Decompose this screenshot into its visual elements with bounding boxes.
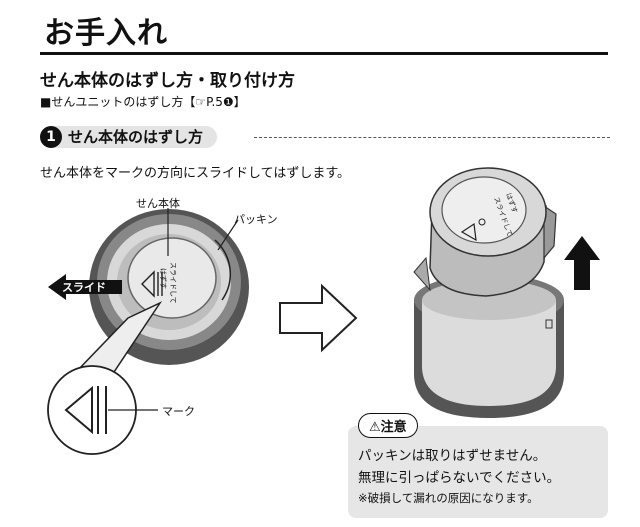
caution-box: ⚠注意 パッキンは取りはずせません。 無理に引っぱらないでください。 ※破損して…	[348, 413, 608, 518]
callout-packing: パッキン	[234, 213, 278, 226]
cap-mark-small	[141, 270, 163, 298]
step-number-badge: 1	[40, 126, 62, 148]
caution-note: ※破損して漏れの原因になります。	[358, 491, 539, 505]
mark-magnifier	[47, 301, 163, 455]
cap-text-1: スライドして	[169, 262, 177, 304]
section-heading: せん本体のはずし方・取り付け方	[40, 71, 295, 91]
lifted-cap: スライドして はずす	[413, 167, 557, 297]
step-instruction: せん本体をマークの方向にスライドしてはずします。	[40, 166, 351, 181]
step-title: せん本体のはずし方	[52, 126, 218, 148]
step-dashed-rule	[254, 137, 610, 138]
caution-label: ⚠注意	[358, 413, 418, 438]
slide-arrow	[48, 274, 122, 300]
callout-mark: マーク	[162, 405, 195, 418]
page-title: お手入れ	[44, 16, 168, 51]
step-header: せん本体のはずし方 1	[40, 126, 610, 150]
reference-line: ■せんユニットのはずし方【☞P.5❶】	[40, 95, 246, 109]
callout-body: せん本体	[136, 197, 180, 210]
cap-text-2: はずす	[159, 268, 167, 289]
title-divider	[40, 52, 608, 55]
process-arrow-icon	[279, 283, 358, 353]
packing-leader-line	[217, 219, 239, 251]
caution-line-2: 無理に引っぱらないでください。	[358, 470, 561, 486]
caution-line-1: パッキンは取りはずせません。	[358, 448, 547, 464]
slide-label: スライド	[62, 281, 106, 294]
container-top-view	[89, 209, 249, 365]
container-side-view	[414, 274, 564, 418]
up-arrow-icon	[564, 236, 600, 290]
